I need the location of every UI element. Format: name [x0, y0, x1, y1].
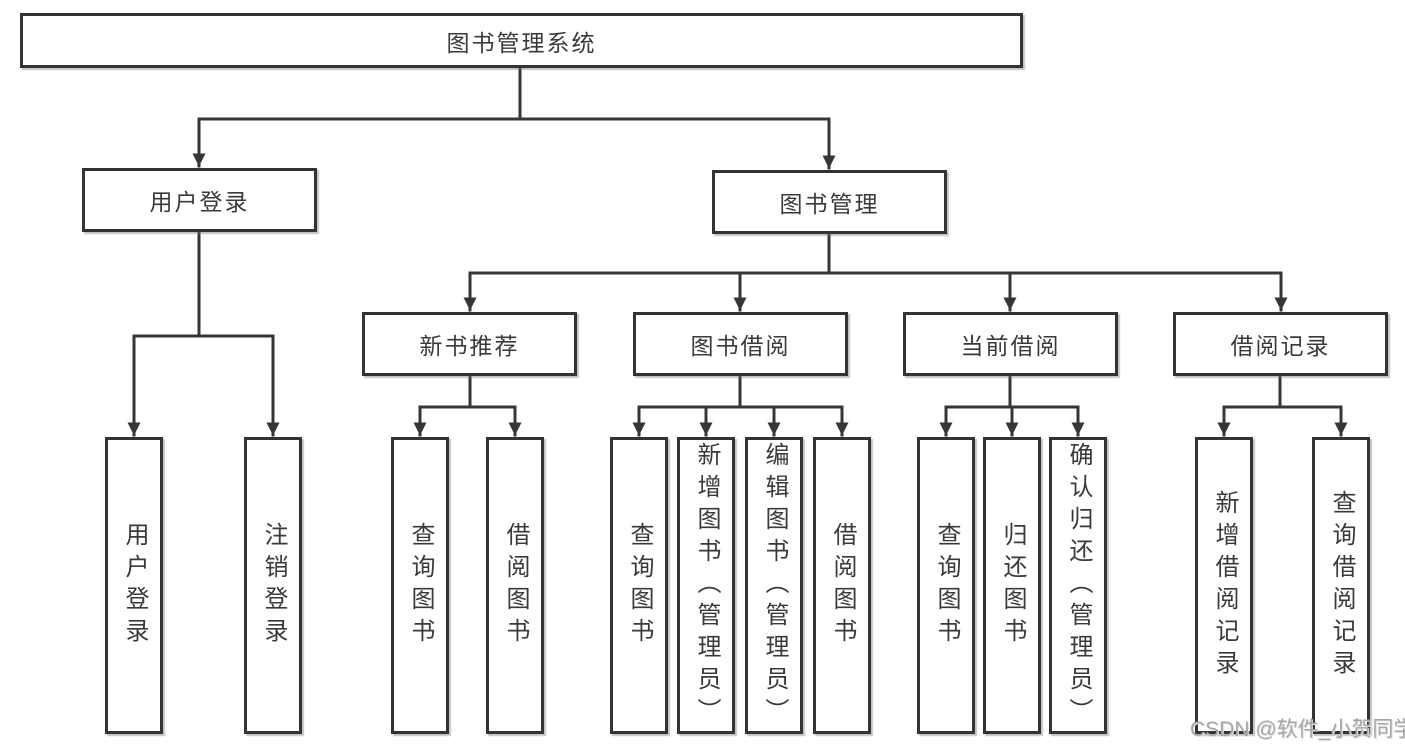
node-book-borrowing: 图书借阅 [633, 312, 848, 376]
node-label: 注销登录 [260, 521, 287, 650]
node-label: 借阅图书 [829, 521, 856, 650]
node-user-login: 用户登录 [82, 168, 317, 232]
node-label: 借阅记录 [1230, 333, 1331, 359]
node-label: 确认归还（管理员） [1065, 441, 1092, 730]
node-new-book-recommendation: 新书推荐 [362, 312, 577, 376]
node-label: 图书管理 [779, 191, 880, 217]
node-borrowing-records: 借阅记录 [1173, 312, 1388, 376]
node-add-borrow-record: 新增借阅记录 [1195, 437, 1253, 734]
node-current-borrowing: 当前借阅 [903, 312, 1118, 376]
node-label: 新增借阅记录 [1211, 489, 1238, 682]
node-query-books-current: 查询图书 [917, 437, 975, 734]
node-label: 当前借阅 [960, 333, 1061, 359]
node-library-management-system: 图书管理系统 [20, 13, 1023, 68]
node-label: 新增图书（管理员） [693, 441, 720, 730]
node-label: 查询图书 [933, 521, 960, 650]
node-user-login-leaf: 用户登录 [105, 437, 163, 734]
node-label: 编辑图书（管理员） [761, 441, 788, 730]
node-label: 图书借阅 [690, 333, 791, 359]
node-label: 查询图书 [407, 521, 434, 650]
node-label: 归还图书 [999, 521, 1026, 650]
node-borrow-books-recommend: 借阅图书 [486, 437, 544, 734]
node-return-books: 归还图书 [983, 437, 1041, 734]
node-label: 新书推荐 [419, 333, 520, 359]
node-logout: 注销登录 [244, 437, 302, 734]
node-label: 用户登录 [121, 521, 148, 650]
node-book-management: 图书管理 [712, 170, 947, 234]
node-label: 用户登录 [149, 189, 250, 215]
node-borrow-books-leaf: 借阅图书 [813, 437, 871, 734]
node-label: 查询图书 [626, 521, 653, 650]
node-query-books-recommend: 查询图书 [391, 437, 449, 734]
node-label: 查询借阅记录 [1328, 489, 1355, 682]
node-query-books-borrow: 查询图书 [610, 437, 668, 734]
node-add-book-admin: 新增图书（管理员） [677, 437, 735, 734]
csdn-watermark: CSDN @软件_小贺同学 [1190, 718, 1405, 741]
node-edit-book-admin: 编辑图书（管理员） [745, 437, 803, 734]
node-confirm-return-admin: 确认归还（管理员） [1049, 437, 1107, 734]
node-label: 借阅图书 [502, 521, 529, 650]
node-label: 图书管理系统 [446, 29, 597, 56]
node-query-borrow-record: 查询借阅记录 [1312, 437, 1370, 734]
